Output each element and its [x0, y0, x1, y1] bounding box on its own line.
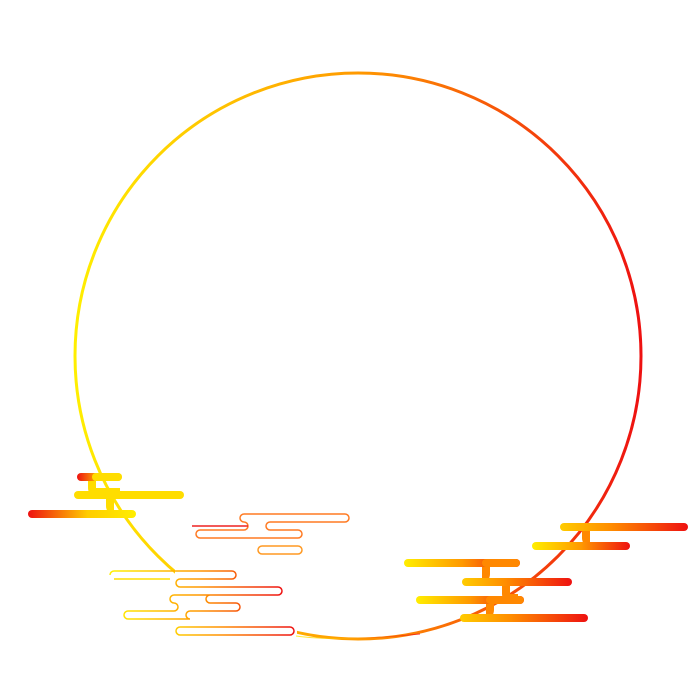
cloud-left-outline-lower [109, 570, 295, 636]
circle-frame [73, 71, 643, 641]
cloud-left-outline-upper [192, 513, 350, 555]
cloud-right-upper [532, 523, 688, 550]
cloud-left-solid [28, 473, 184, 518]
cloud-right-lower [404, 559, 588, 622]
